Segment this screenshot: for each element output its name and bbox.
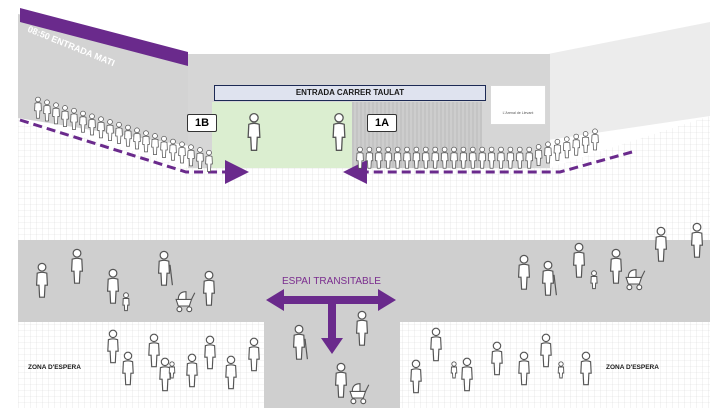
- person-icon: [106, 119, 114, 142]
- person-icon: [124, 124, 132, 147]
- walkway-label: ESPAI TRANSITABLE: [282, 276, 381, 287]
- logo-text: L'Arenal de Llevant: [502, 111, 534, 115]
- person-icon: [97, 116, 105, 139]
- person-icon: [581, 131, 590, 154]
- person-icon: [169, 138, 177, 161]
- waiting-zone-left: [18, 322, 264, 408]
- entrance-name-sign: ENTRADA CARRER TAULAT: [214, 85, 486, 101]
- person-icon: [115, 121, 123, 144]
- waiting-zone-right-label: ZONA D'ESPERA: [606, 364, 659, 371]
- walkway-arrows: [266, 289, 396, 354]
- person-icon: [563, 136, 571, 159]
- queue-line-right: [343, 150, 633, 184]
- person-icon: [133, 127, 141, 150]
- person-icon: [79, 110, 87, 133]
- waiting-zone-right: [400, 322, 710, 408]
- school-logo: L'Arenal de Llevant: [490, 85, 546, 125]
- person-icon: [553, 138, 562, 161]
- gate-green-area: [212, 102, 352, 168]
- waiting-zone-left-label: ZONA D'ESPERA: [28, 364, 81, 371]
- person-icon: [88, 113, 96, 136]
- person-icon: [178, 141, 186, 164]
- person-icon: [151, 133, 159, 156]
- queue-line-left: [19, 118, 249, 184]
- person-icon: [591, 128, 599, 151]
- right-wall: [548, 22, 710, 140]
- gate-sign-1a: 1A: [367, 114, 398, 132]
- entrance-banner-band: [20, 8, 188, 66]
- person-icon: [572, 133, 580, 156]
- person-icon: [160, 135, 168, 158]
- person-icon: [142, 130, 150, 153]
- gate-sign-1b: 1B: [187, 114, 218, 132]
